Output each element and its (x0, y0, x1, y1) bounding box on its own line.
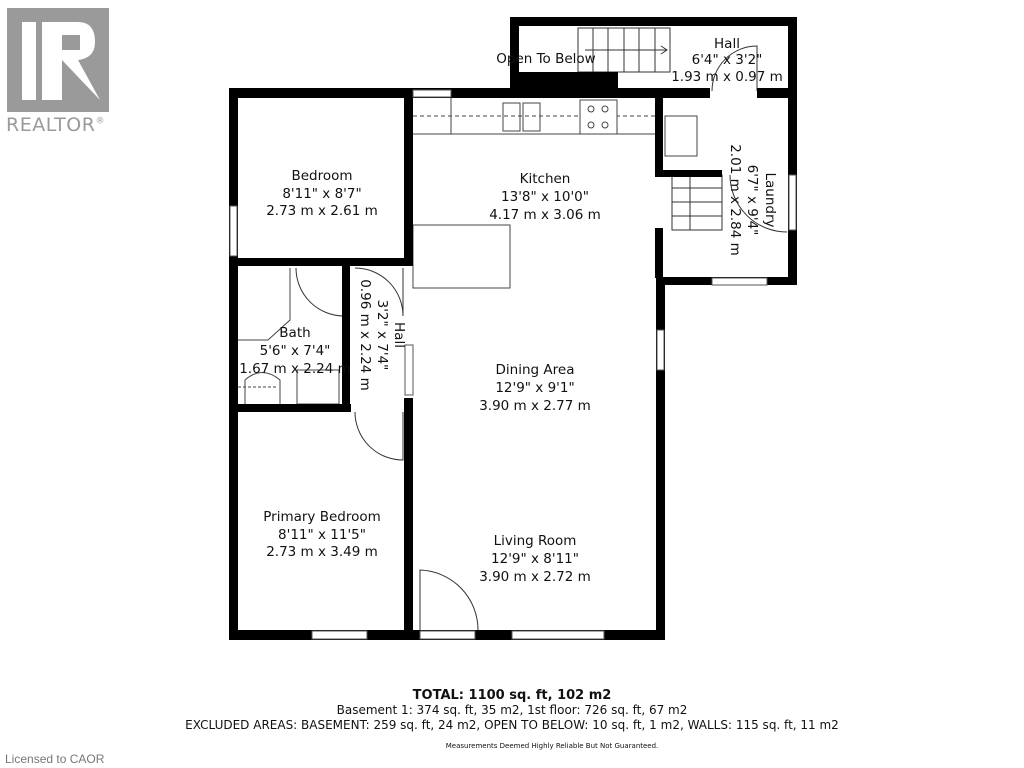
room-imperial: 6'7" x 9'4" (744, 165, 760, 236)
room-imperial: 13'8" x 10'0" (501, 189, 589, 205)
logo-wordmark: REALTOR (6, 114, 96, 136)
room-imperial: 12'9" x 8'11" (491, 551, 579, 567)
windows (229, 89, 797, 640)
room-name: Primary Bedroom (263, 509, 381, 525)
room-metric: 3.90 m x 2.72 m (479, 569, 591, 585)
kitchen-counter (412, 98, 698, 289)
room-metric: 2.01 m x 2.84 m (727, 144, 743, 256)
room-name: Hall (391, 322, 407, 348)
stairs-top (577, 27, 671, 73)
room-metric: 1.93 m x 0.97 m (671, 69, 783, 85)
room-metric: 1.67 m x 2.24 m (239, 361, 351, 377)
room-living: Living Room 12'9" x 8'11" 3.90 m x 2.72 … (479, 533, 591, 585)
room-name: Hall (714, 36, 740, 52)
license-text: Licensed to CAOR (5, 752, 105, 766)
room-hall-top: Hall 6'4" x 3'2" 1.93 m x 0.97 m (671, 36, 783, 85)
stairs-laundry (671, 174, 723, 231)
room-imperial: 8'11" x 11'5" (278, 527, 366, 543)
room-name: Laundry (762, 172, 778, 227)
room-metric: 2.73 m x 2.61 m (266, 203, 378, 219)
summary-total: TOTAL: 1100 sq. ft, 102 m2 (412, 688, 612, 703)
summary-floors: Basement 1: 374 sq. ft, 35 m2, 1st floor… (336, 703, 688, 717)
label-open-to-below: Open To Below (496, 51, 595, 67)
room-laundry: Laundry 6'7" x 9'4" 2.01 m x 2.84 m (727, 144, 778, 256)
room-dining: Dining Area 12'9" x 9'1" 3.90 m x 2.77 m (479, 362, 591, 414)
room-hall-mid: Hall 3'2" x 7'4" 0.96 m x 2.24 m (357, 279, 407, 391)
room-metric: 4.17 m x 3.06 m (489, 207, 601, 223)
room-imperial: 12'9" x 9'1" (495, 380, 574, 396)
room-name: Bedroom (291, 168, 352, 184)
disclaimer: Measurements Deemed Highly Reliable But … (445, 742, 659, 750)
room-bath: Bath 5'6" x 7'4" 1.67 m x 2.24 m (239, 325, 351, 377)
realtor-logo-text: REALTOR® (6, 114, 105, 136)
room-name: Kitchen (520, 171, 571, 187)
room-bedroom: Bedroom 8'11" x 8'7" 2.73 m x 2.61 m (266, 168, 378, 219)
room-name: Dining Area (496, 362, 575, 378)
room-metric: 2.73 m x 3.49 m (266, 544, 378, 560)
doors (295, 45, 788, 631)
room-imperial: 3'2" x 7'4" (374, 300, 390, 371)
room-metric: 3.90 m x 2.77 m (479, 398, 591, 414)
registered-mark: ® (95, 116, 105, 127)
room-imperial: 6'4" x 3'2" (692, 52, 763, 68)
summary-excluded: EXCLUDED AREAS: BASEMENT: 259 sq. ft, 24… (185, 718, 839, 732)
room-name: Bath (279, 325, 310, 341)
room-imperial: 5'6" x 7'4" (260, 343, 331, 359)
room-primary-bedroom: Primary Bedroom 8'11" x 11'5" 2.73 m x 3… (263, 509, 381, 560)
room-metric: 0.96 m x 2.24 m (357, 279, 373, 391)
room-imperial: 8'11" x 8'7" (282, 186, 361, 202)
realtor-logo (7, 8, 109, 112)
room-kitchen: Kitchen 13'8" x 10'0" 4.17 m x 3.06 m (489, 171, 601, 223)
room-name: Living Room (494, 533, 577, 549)
